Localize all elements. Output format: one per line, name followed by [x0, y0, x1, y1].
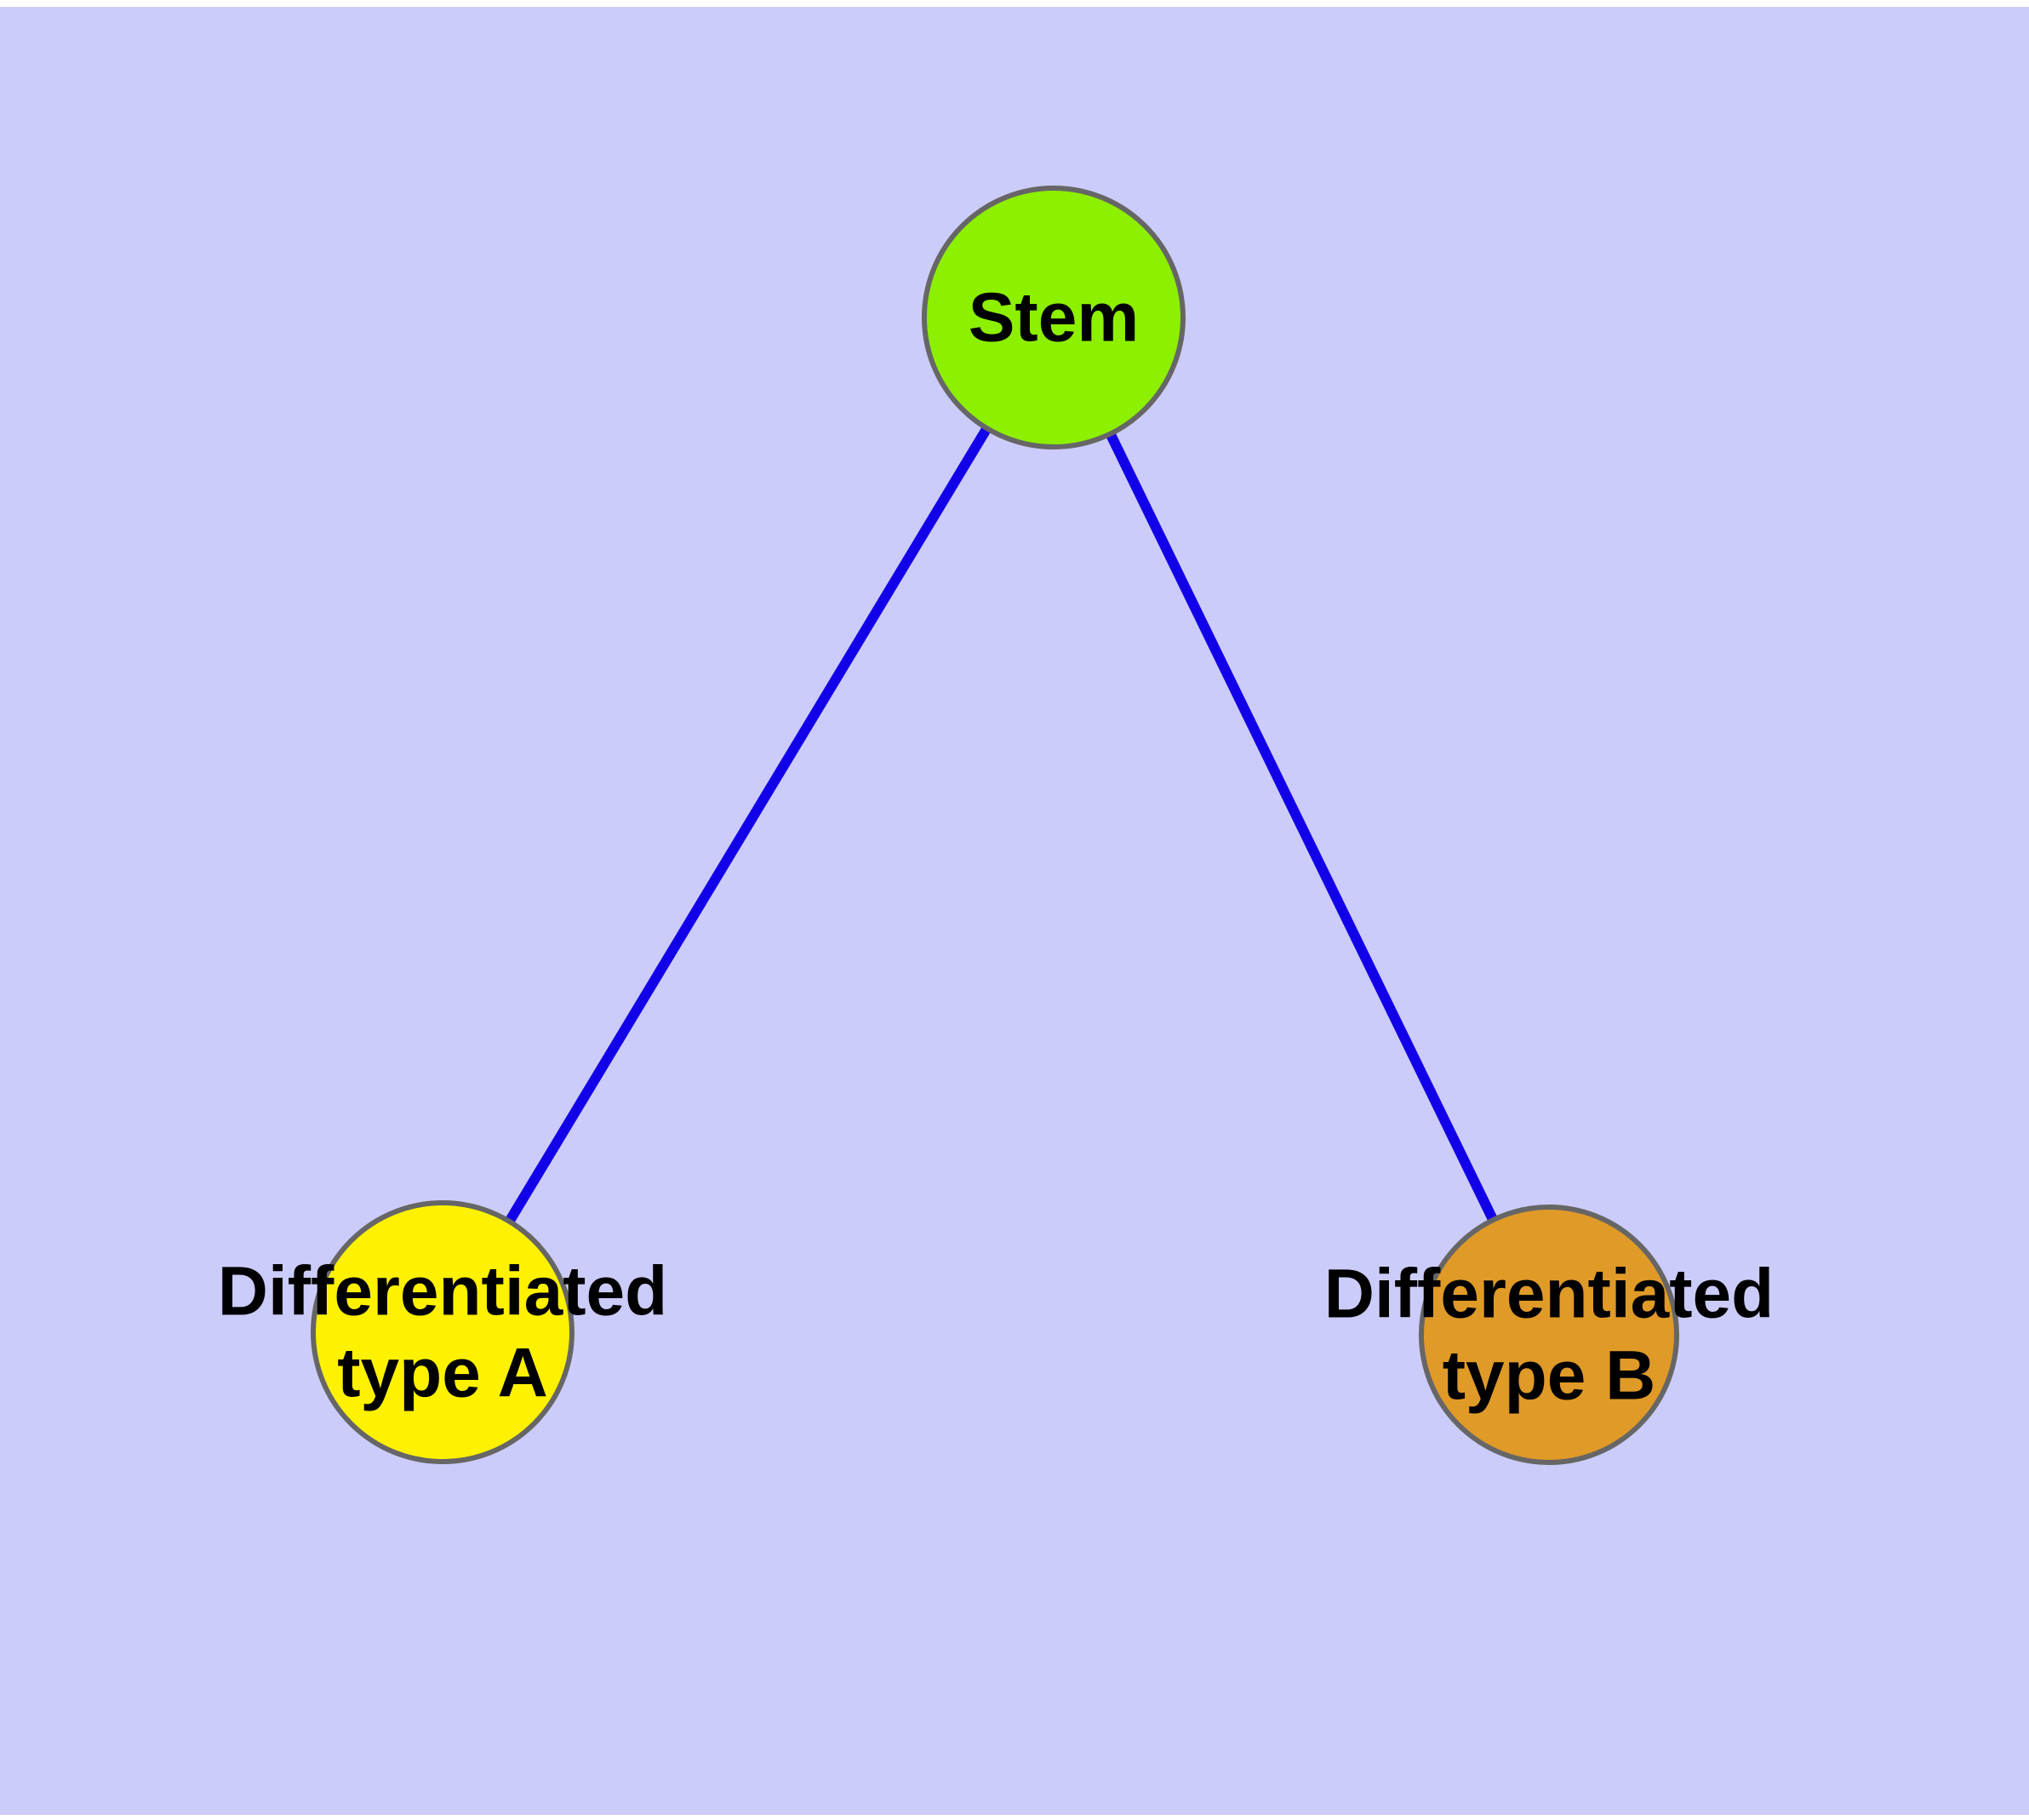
nodes-layer — [311, 186, 1679, 1465]
node-differentiated-type-a[interactable] — [311, 1200, 574, 1464]
node-stem[interactable] — [922, 186, 1186, 449]
node-label-differentiated-type-b-line2: type B — [1443, 1337, 1656, 1415]
edge-stem-to-differentiated-type-a[interactable] — [437, 314, 1059, 1336]
node-differentiated-type-b[interactable] — [1419, 1205, 1679, 1465]
node-label-stem: Stem — [969, 279, 1140, 357]
edge-stem-to-differentiated-type-b[interactable] — [1049, 315, 1554, 1337]
node-label-differentiated-type-b-line1: Differentiated — [1324, 1256, 1775, 1333]
node-label-differentiated-type-a-line2: type A — [337, 1335, 548, 1412]
edges-layer — [437, 314, 1554, 1337]
node-label-differentiated-type-a-line1: Differentiated — [218, 1253, 668, 1331]
labels-layer: Stem Differentiated type A Differentiate… — [218, 279, 1775, 1415]
